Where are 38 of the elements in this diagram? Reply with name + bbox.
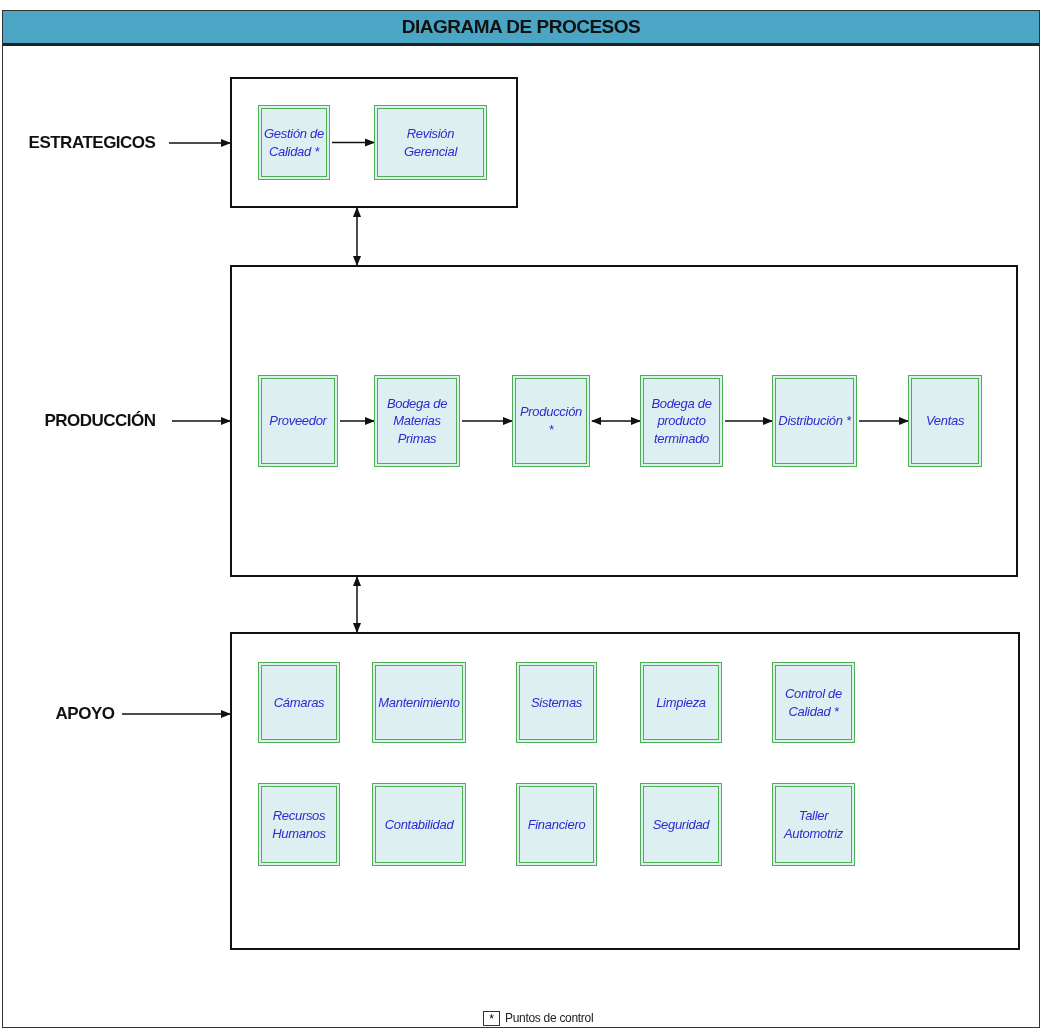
process-box: Ventas (908, 375, 982, 467)
process-box: Proveedor (258, 375, 338, 467)
arrow (461, 416, 514, 426)
group-frame (230, 77, 518, 208)
arrow (352, 575, 362, 634)
process-box: Recursos Humanos (258, 783, 340, 866)
arrow (331, 138, 376, 147)
process-box: Bodega de producto terminado (640, 375, 723, 467)
title-bar: DIAGRAMA DE PROCESOS (2, 10, 1040, 46)
legend-swatch: * (483, 1011, 500, 1026)
process-box: Gestión de Calidad * (258, 105, 330, 180)
process-box: Financiero (516, 783, 597, 866)
row-label: PRODUCCIÓN (30, 409, 170, 433)
arrow (858, 416, 910, 426)
process-box: Mantenimiento (372, 662, 466, 743)
arrow (121, 709, 232, 719)
arrow (339, 416, 376, 426)
process-box: Seguridad (640, 783, 722, 866)
arrow (724, 416, 774, 426)
arrow (168, 138, 232, 148)
row-label: ESTRATEGICOS (17, 131, 167, 155)
process-box: Cámaras (258, 662, 340, 743)
process-box: Contabilidad (372, 783, 466, 866)
arrow (171, 416, 232, 426)
legend-label: Puntos de control (505, 1011, 594, 1025)
arrow (352, 206, 362, 267)
process-box: Producción * (512, 375, 590, 467)
process-box: Limpieza (640, 662, 722, 743)
process-box: Revisión Gerencial (374, 105, 487, 180)
row-label: APOYO (50, 702, 120, 726)
process-box: Distribución * (772, 375, 857, 467)
process-box: Bodega de Materias Primas (374, 375, 460, 467)
process-box: Control de Calidad * (772, 662, 855, 743)
group-frame (230, 632, 1020, 950)
group-frame (230, 265, 1018, 577)
process-box: Taller Automotriz (772, 783, 855, 866)
arrow (590, 416, 642, 426)
process-box: Sistemas (516, 662, 597, 743)
